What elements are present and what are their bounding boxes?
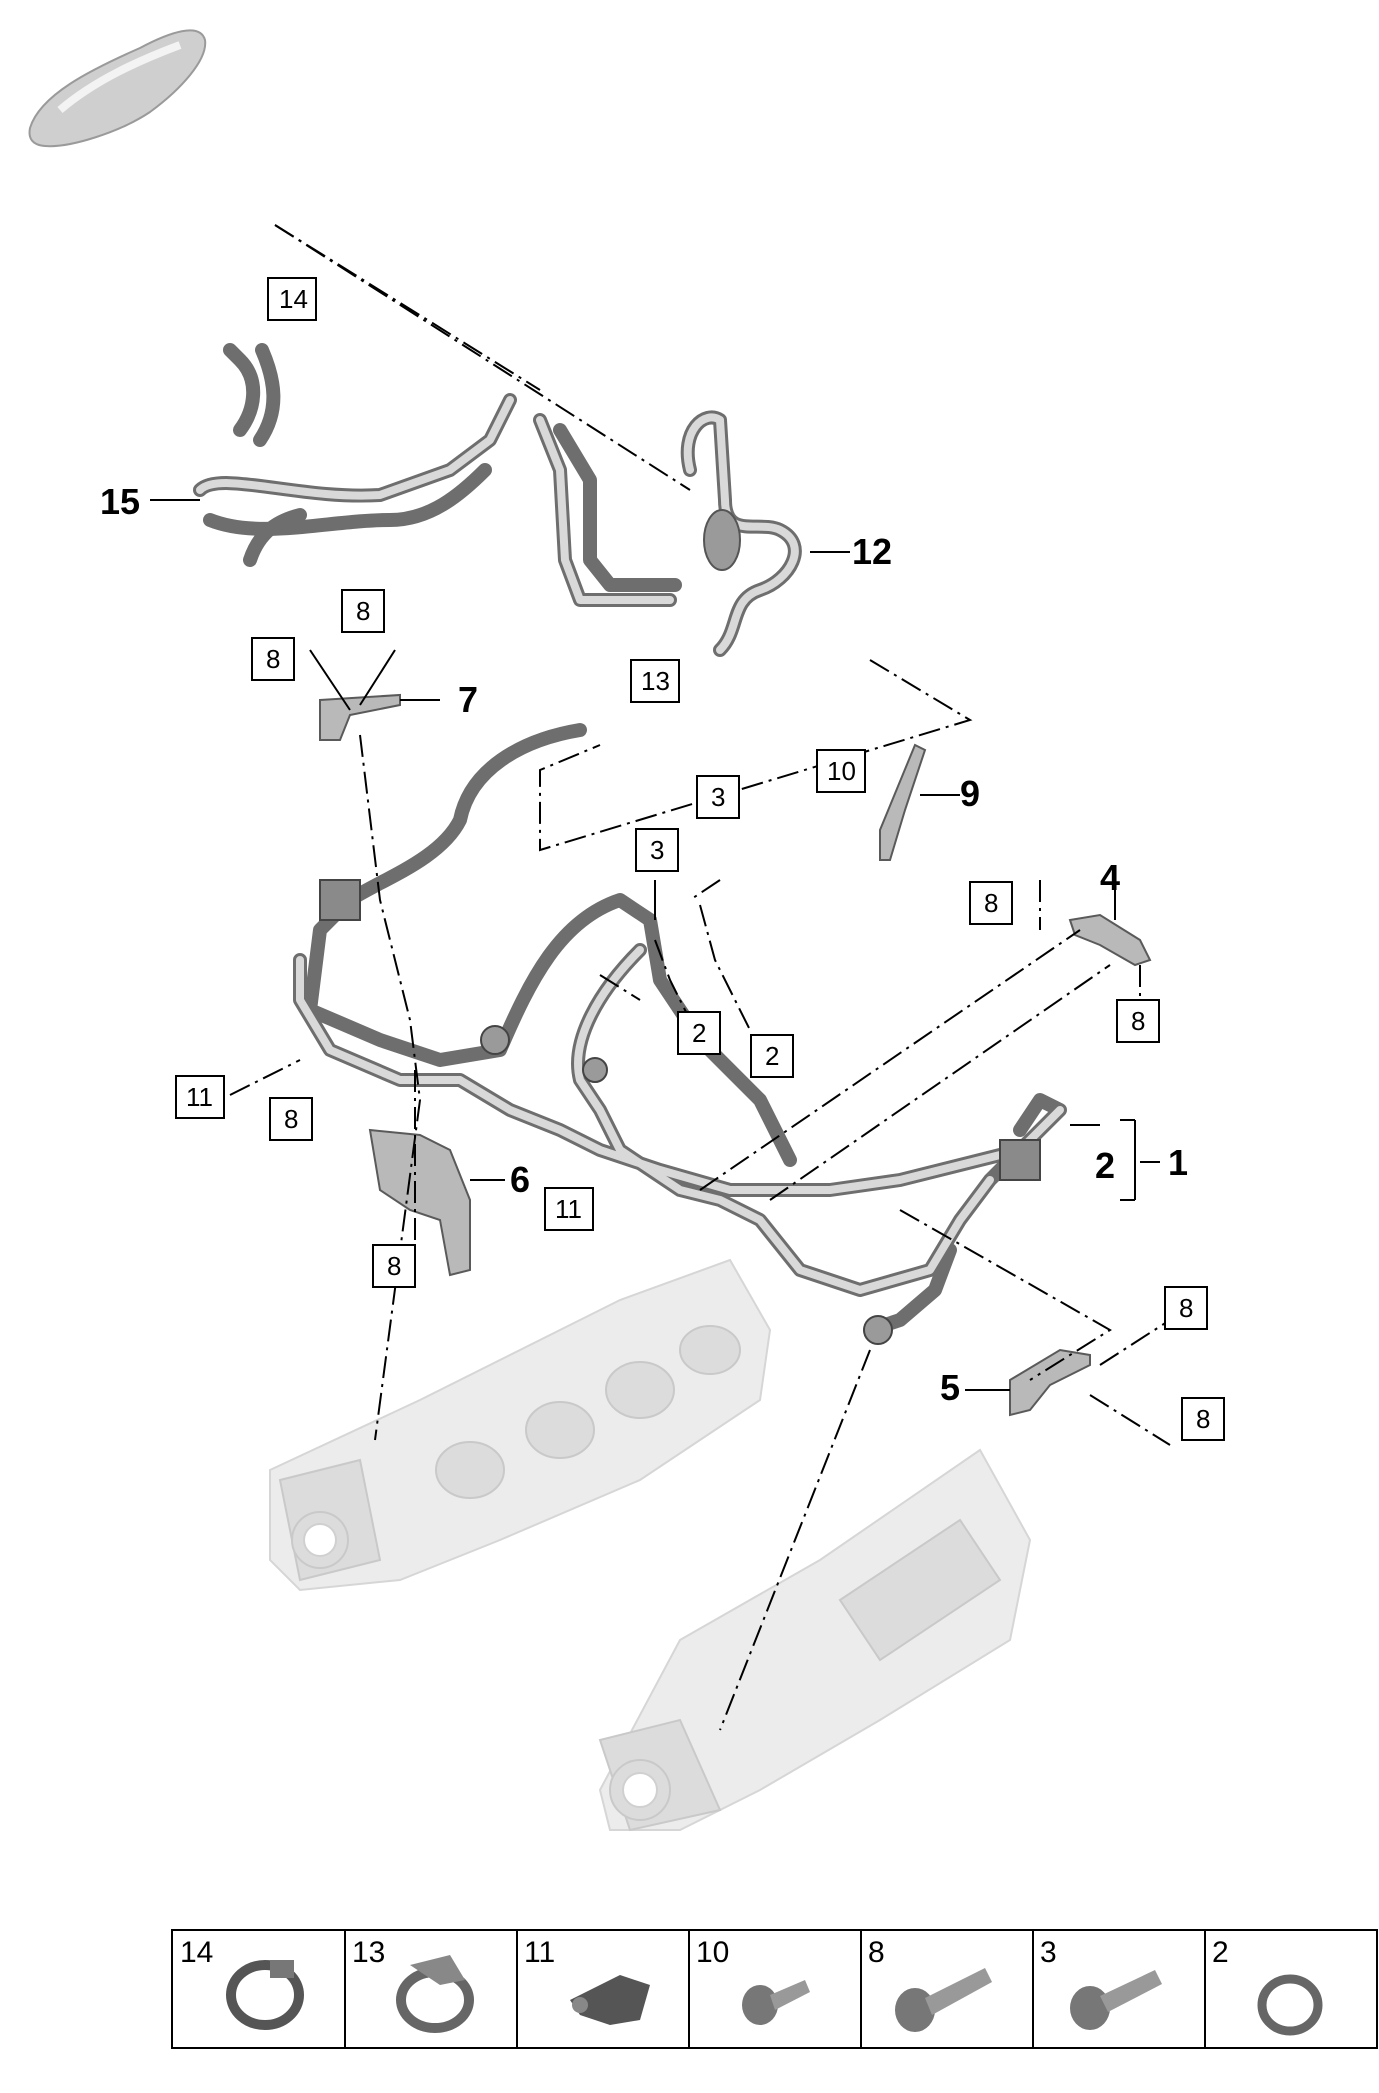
legend-cell-10: 10 (696, 1936, 810, 2025)
coolant-line-15 (193, 343, 682, 607)
callout-4: 4 (1100, 857, 1120, 898)
long-screw-icon (895, 1968, 992, 2032)
callout-leaders (150, 499, 1160, 1391)
callout-1: 1 (1168, 1142, 1188, 1183)
svg-text:2: 2 (692, 1018, 706, 1048)
svg-text:3: 3 (711, 782, 725, 812)
boxed-callout-8-h: 8 (1181, 1397, 1225, 1441)
callout-7: 7 (458, 679, 478, 720)
svg-text:3: 3 (1040, 1936, 1057, 1969)
legend-cell-3: 3 (1040, 1936, 1162, 2030)
boxed-callout-8-a: 8 (341, 589, 385, 633)
svg-text:8: 8 (1131, 1006, 1145, 1036)
boxed-callout-10: 10 (816, 749, 866, 793)
seal-ring-icon (1257, 1974, 1323, 2036)
svg-text:8: 8 (984, 888, 998, 918)
boxed-callout-2-b: 2 (750, 1034, 794, 1078)
legend-cell-13: 13 (352, 1936, 474, 2033)
svg-text:10: 10 (696, 1936, 729, 1969)
boxed-callout-3-b: 3 (635, 828, 679, 872)
coolant-line-assembly-1 (293, 723, 1067, 1345)
intake-manifold-right (598, 1448, 1032, 1832)
callout-9: 9 (960, 773, 980, 814)
svg-text:14: 14 (279, 284, 308, 314)
svg-text:11: 11 (555, 1194, 582, 1224)
svg-text:8: 8 (1196, 1404, 1210, 1434)
boxed-callout-8-d: 8 (1116, 999, 1160, 1043)
svg-text:8: 8 (868, 1936, 885, 1969)
svg-text:3: 3 (650, 835, 664, 865)
svg-text:2: 2 (1212, 1936, 1229, 1969)
legend-cell-2: 2 (1212, 1936, 1323, 2036)
callout-2: 2 (1095, 1145, 1115, 1186)
boxed-callout-8-g: 8 (1164, 1286, 1208, 1330)
boxed-callout-8-c: 8 (969, 881, 1013, 925)
callout-15: 15 (100, 481, 140, 522)
boxed-callout-14: 14 (267, 277, 317, 321)
boxed-callout-3-a: 3 (696, 775, 740, 819)
svg-text:2: 2 (765, 1041, 779, 1071)
svg-text:11: 11 (524, 1936, 555, 1969)
boxed-callout-8-f: 8 (372, 1244, 416, 1288)
boxed-callout-8-e: 8 (269, 1097, 313, 1141)
svg-text:8: 8 (1179, 1293, 1193, 1323)
hose-12 (680, 410, 802, 657)
svg-text:13: 13 (641, 666, 670, 696)
bracket-4 (1068, 913, 1152, 967)
legend-cell-11: 11 (524, 1936, 650, 2025)
callout-6: 6 (510, 1159, 530, 1200)
boxed-callout-11-a: 11 (175, 1075, 225, 1119)
callout-5: 5 (940, 1367, 960, 1408)
vehicle-thumbnail-icon (28, 29, 207, 148)
svg-text:8: 8 (266, 644, 280, 674)
boxed-callout-13: 13 (630, 659, 680, 703)
intake-manifold-left (269, 1258, 772, 1592)
leader-lines (229, 224, 1171, 1731)
svg-text:11: 11 (186, 1082, 213, 1112)
short-screw-icon (742, 1980, 810, 2025)
svg-text:13: 13 (352, 1936, 385, 1969)
screw-icon (1070, 1970, 1162, 2030)
svg-text:10: 10 (827, 756, 856, 786)
bracket-9 (879, 743, 927, 861)
bracket-5 (1009, 1348, 1091, 1417)
svg-text:8: 8 (356, 596, 370, 626)
svg-text:8: 8 (284, 1104, 298, 1134)
parts-legend: 14 13 11 10 (171, 1929, 1378, 2049)
boxed-callout-2-a: 2 (677, 1011, 721, 1055)
legend-cell-8: 8 (868, 1936, 992, 2032)
svg-text:8: 8 (387, 1251, 401, 1281)
bracket-6 (368, 1128, 471, 1277)
legend-cell-14: 14 (180, 1936, 304, 2030)
callout-12: 12 (852, 531, 892, 572)
hose-clamp-tab-icon (396, 1955, 474, 2033)
svg-text:14: 14 (180, 1936, 213, 1969)
pipe-holder-icon (570, 1975, 650, 2025)
boxed-callout-8-b: 8 (251, 637, 295, 681)
hose-clamp-icon (226, 1960, 304, 2030)
boxed-callout-11-b: 11 (544, 1187, 594, 1231)
bracket-7 (319, 693, 401, 741)
